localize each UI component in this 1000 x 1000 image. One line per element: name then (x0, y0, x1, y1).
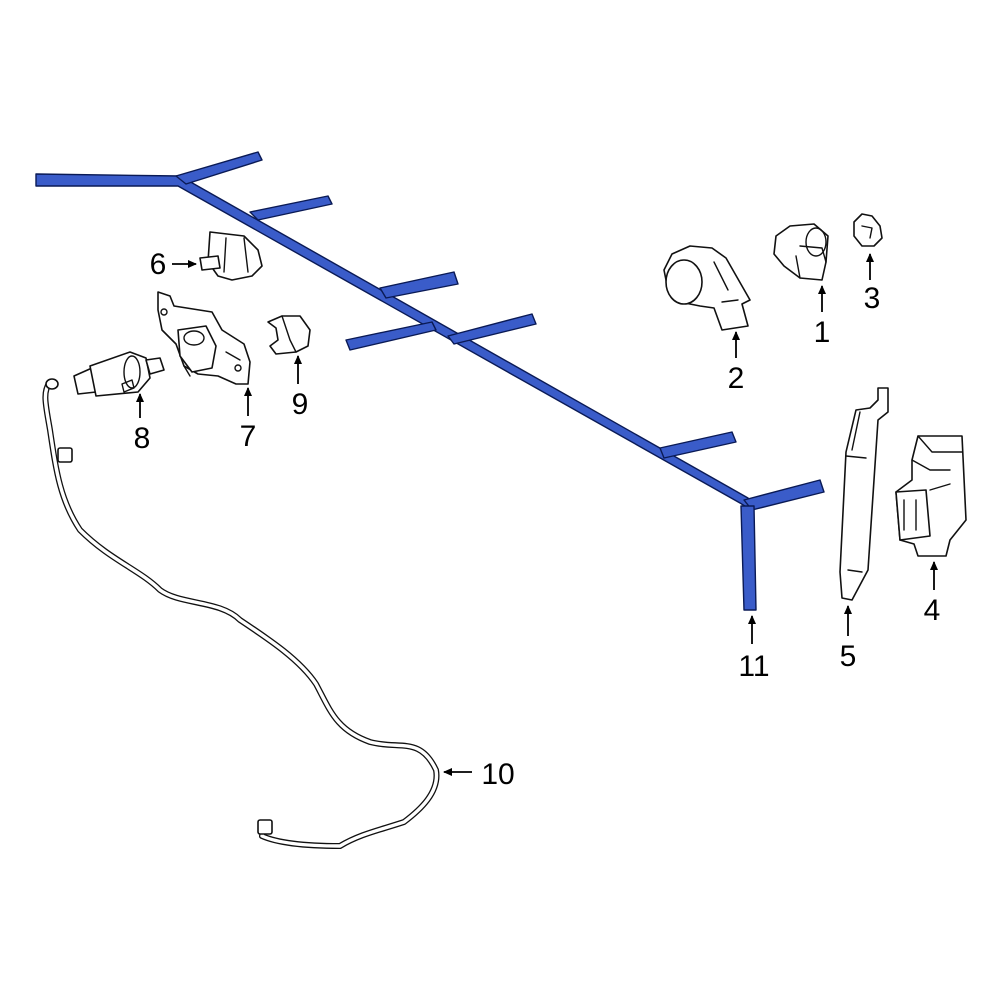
sensor-part-8[interactable] (73, 351, 165, 397)
bracket-part-7[interactable] (157, 291, 251, 385)
connector-part-6[interactable] (199, 231, 263, 281)
callout-1[interactable]: 1 (814, 316, 831, 349)
callout-9[interactable]: 9 (292, 388, 309, 421)
callout-8[interactable]: 8 (134, 422, 151, 455)
wiring-harness-part-11[interactable] (35, 151, 825, 611)
callout-3[interactable]: 3 (864, 282, 881, 315)
callout-2[interactable]: 2 (728, 362, 745, 395)
bracket-plate-part-5[interactable] (839, 387, 889, 601)
retainer-part-9[interactable] (267, 315, 311, 355)
leader-lines (136, 253, 938, 776)
clip-part-3[interactable] (853, 213, 883, 247)
callout-11[interactable]: 11 (738, 650, 769, 683)
module-part-4[interactable] (895, 435, 967, 557)
callout-labels: 1 2 3 4 5 6 7 8 9 10 11 (134, 248, 941, 791)
callout-6[interactable]: 6 (150, 248, 167, 281)
hose-part-10[interactable] (42, 378, 440, 849)
sensor-housing-part-2[interactable] (663, 245, 751, 331)
sensor-part-1[interactable] (773, 223, 829, 281)
callout-4[interactable]: 4 (924, 594, 941, 627)
callout-10[interactable]: 10 (481, 758, 514, 791)
callout-5[interactable]: 5 (840, 640, 857, 673)
callout-7[interactable]: 7 (240, 420, 257, 453)
